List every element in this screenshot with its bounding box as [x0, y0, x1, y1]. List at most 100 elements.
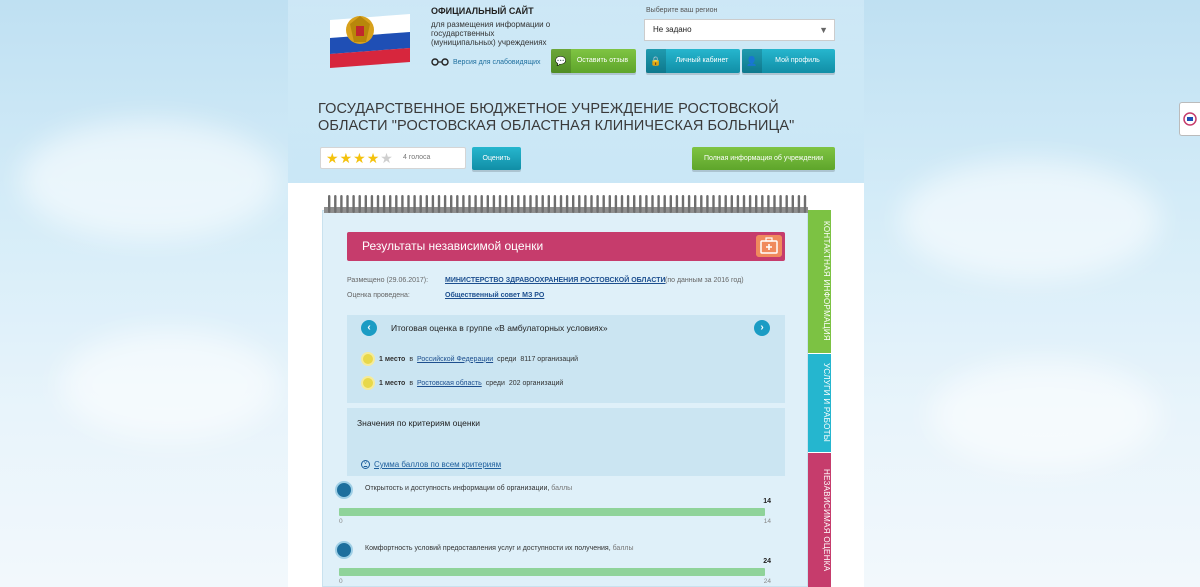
spiral-coil [639, 195, 642, 213]
rank-russia-link[interactable]: Российской Федерации [417, 355, 494, 363]
criterion-label: Открытость и доступность информации об о… [365, 485, 573, 492]
spiral-coil [730, 195, 733, 213]
spiral-coil [511, 195, 514, 213]
spiral-coil [779, 195, 782, 213]
criterion-min: 0 [339, 578, 343, 585]
spiral-coil [669, 195, 672, 213]
placed-ministry-link[interactable]: МИНИСТЕРСТВО ЗДРАВООХРАНЕНИЯ РОСТОВСКОЙ … [445, 277, 666, 284]
spiral-coil [694, 195, 697, 213]
spiral-coil [492, 195, 496, 213]
placed-label: Размещено (29.06.2017): [347, 277, 429, 284]
spiral-coil [596, 195, 599, 213]
votes-count: 4 голоса [403, 154, 431, 161]
spiral-coil [590, 195, 593, 213]
notebook-spiral-binding [324, 195, 808, 213]
rating-stars[interactable]: ★ ★ ★ ★ ★ [326, 150, 393, 166]
rank-place: 1 место [379, 355, 406, 363]
star-icon[interactable]: ★ [353, 150, 366, 166]
rank-among: среди [485, 379, 505, 387]
spiral-coil [578, 195, 581, 213]
spiral-coil [584, 195, 587, 213]
rank-among: среди [497, 355, 517, 363]
spiral-coil [718, 195, 721, 213]
prev-group-button[interactable]: ‹ [361, 320, 377, 336]
feedback-button[interactable]: 💬 Оставить отзыв [551, 49, 636, 73]
rank-region-link[interactable]: Ростовская область [417, 379, 482, 387]
background-cloud [60, 330, 280, 440]
spiral-coil [370, 195, 374, 213]
spiral-coil [456, 195, 459, 213]
spiral-coil [535, 195, 538, 213]
spiral-coil [633, 195, 636, 213]
spiral-coil [529, 195, 532, 213]
spiral-coil [407, 195, 410, 213]
results-banner-title: Результаты независимой оценки [362, 239, 544, 253]
spiral-coil [620, 195, 624, 213]
spiral-coil [334, 195, 337, 213]
spiral-coil [755, 195, 758, 213]
spiral-coil [437, 195, 441, 213]
spiral-coil [395, 195, 398, 213]
cup-icon [335, 541, 353, 559]
spiral-coil [352, 195, 355, 213]
spiral-coil [724, 195, 727, 213]
spiral-coil [517, 195, 520, 213]
spiral-coil [565, 195, 569, 213]
side-feedback-widget[interactable] [1179, 102, 1200, 136]
spiral-coil [468, 195, 471, 213]
profile-button[interactable]: 👤 Мой профиль [742, 49, 835, 73]
rank-count: 8117 организаций [520, 355, 579, 363]
spiral-coil [431, 195, 435, 213]
spiral-coil [803, 195, 807, 213]
cabinet-button[interactable]: 🔒 Личный кабинет [646, 49, 740, 73]
spiral-coil [651, 195, 654, 213]
next-group-button[interactable]: › [754, 320, 770, 336]
spiral-coil [523, 195, 526, 213]
background-cloud [900, 160, 1160, 280]
region-select[interactable]: Не задано ▼ [644, 19, 835, 41]
tab-contacts[interactable]: КОНТАКТНАЯ ИНФОРМАЦИЯ [808, 210, 831, 353]
chevron-down-icon: ˅ [361, 460, 370, 469]
rank-count: 202 организаций [508, 379, 564, 387]
lock-icon: 🔒 [646, 49, 666, 73]
rate-button[interactable]: Оценить [472, 147, 521, 170]
criteria-box: Значения по критериям оценки ˅ Сумма бал… [347, 408, 785, 476]
spiral-coil [706, 195, 709, 213]
star-icon[interactable]: ★ [326, 150, 339, 166]
laptop-icon [335, 481, 353, 499]
spiral-coil [504, 195, 508, 213]
criterion-label-text: Открытость и доступность информации об о… [365, 485, 548, 492]
spiral-coil [645, 195, 648, 213]
criterion-progress-bar [339, 508, 765, 516]
star-icon[interactable]: ★ [380, 150, 393, 166]
vision-version-link[interactable]: Версия для слабовидящих [431, 58, 541, 66]
star-icon[interactable]: ★ [339, 150, 353, 166]
feedback-widget-icon [1183, 112, 1197, 126]
spiral-coil [748, 195, 752, 213]
criteria-sum-toggle[interactable]: ˅ Сумма баллов по всем критериям [361, 460, 501, 469]
tab-services[interactable]: УСЛУГИ И РАБОТЫ [808, 354, 831, 452]
tab-assessment[interactable]: НЕЗАВИСИМАЯ ОЦЕНКА [808, 453, 831, 587]
spiral-coil [614, 195, 618, 213]
spiral-coil [675, 195, 679, 213]
criterion-label: Комфортность условий предоставления услу… [365, 545, 634, 552]
spiral-coil [376, 195, 380, 213]
medal-icon [361, 352, 375, 366]
spiral-coil [541, 195, 544, 213]
spiral-coil [559, 195, 563, 213]
background-cloud [20, 120, 280, 240]
spiral-coil [443, 195, 447, 213]
medical-kit-icon [756, 235, 782, 257]
conducted-council-link[interactable]: Общественный совет МЗ РО [445, 292, 545, 299]
glasses-icon [431, 58, 449, 66]
spiral-coil [547, 195, 550, 213]
rank-place: 1 место [379, 379, 406, 387]
background-cloud [930, 360, 1160, 470]
star-icon[interactable]: ★ [366, 150, 380, 166]
conducted-label: Оценка проведена: [347, 292, 410, 299]
criterion-progress-bar [339, 568, 765, 576]
full-info-button[interactable]: Полная информация об учреждении [692, 147, 835, 170]
rating-widget[interactable]: ★ ★ ★ ★ ★ 4 голоса [320, 147, 466, 169]
spiral-coil [401, 195, 404, 213]
russian-coat-of-arms-logo[interactable] [320, 4, 420, 68]
